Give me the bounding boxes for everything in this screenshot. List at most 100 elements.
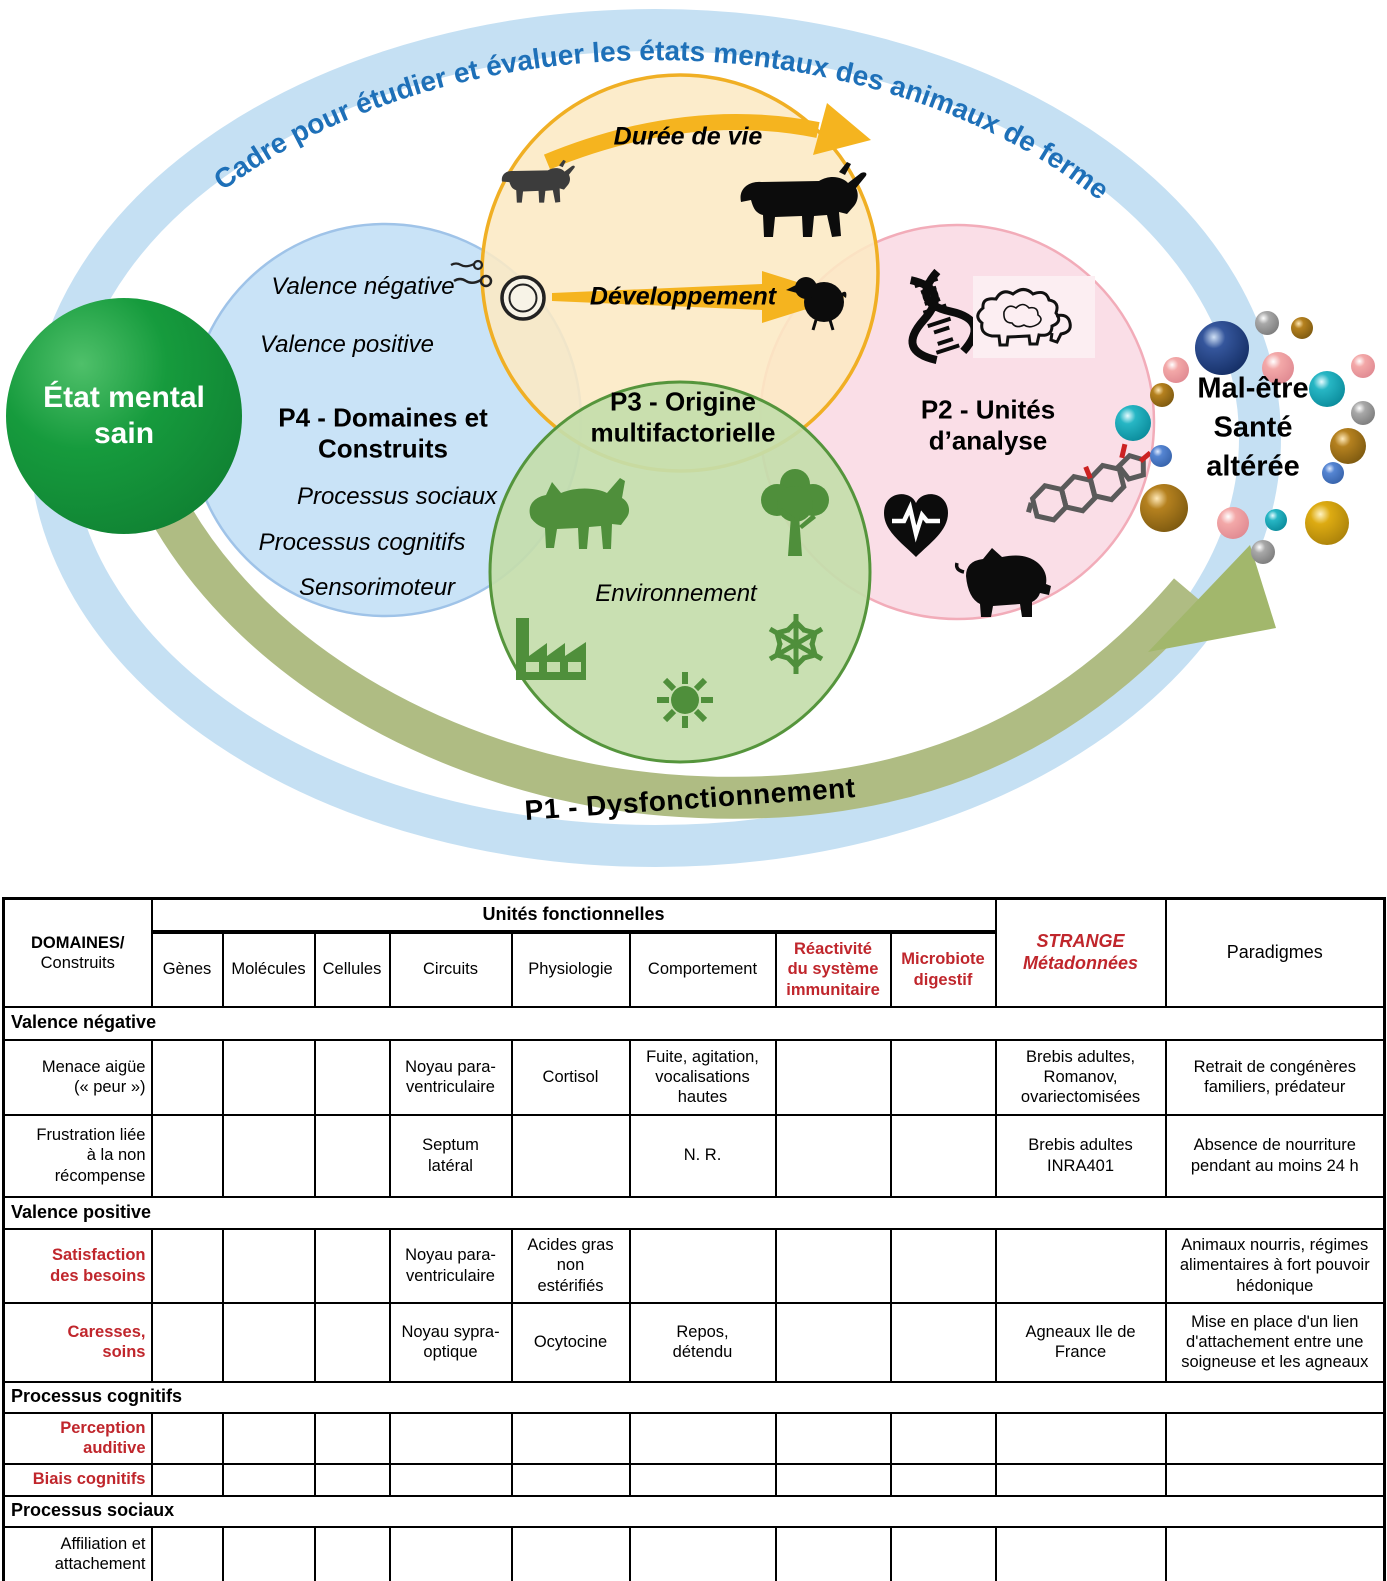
header-col-2: Molécules <box>221 930 316 1008</box>
table-cell: N. R. <box>628 1113 777 1198</box>
table-cell <box>150 1411 224 1465</box>
table-cell <box>388 1462 513 1497</box>
table-cell <box>774 1462 892 1497</box>
table-cell <box>889 1462 997 1497</box>
section-row: Processus cognitifs <box>2 1380 1386 1414</box>
table-cell <box>1164 1411 1386 1465</box>
p4-item-processus-sociaux: Processus sociaux <box>296 482 498 510</box>
sphere-bronze <box>1150 383 1174 407</box>
table-cell <box>510 1113 631 1198</box>
table-cell <box>889 1113 997 1198</box>
table-cell <box>889 1038 997 1116</box>
section-label: Valence positive <box>2 1195 1386 1230</box>
table-cell <box>313 1411 391 1465</box>
table-cell <box>994 1227 1167 1304</box>
table-cell <box>221 1411 316 1465</box>
pig-icon <box>954 548 1051 617</box>
p2-title: P2 - Unités d’analyse <box>920 394 1056 455</box>
tree-icon <box>761 469 829 556</box>
venn-diagram: Cadre pour étudier et évaluer les états … <box>6 9 1375 867</box>
table-cell <box>313 1038 391 1116</box>
table-cell: Ocytocine <box>510 1301 631 1383</box>
sheep-brain-icon <box>973 276 1095 358</box>
p3-title: P3 - Origine multifactorielle <box>590 386 776 447</box>
table-cell <box>774 1525 892 1581</box>
header-col-3: Cellules <box>313 930 391 1008</box>
table-cell: Cortisol <box>510 1038 631 1116</box>
table-cell <box>221 1525 316 1581</box>
table-row: Menace aigüe (« peur ») Noyau para- ventr… <box>2 1038 1386 1116</box>
header-strange-metadonnees: STRANGE Métadonnées <box>994 897 1167 1008</box>
p4-item-valence-negative: Valence négative <box>271 272 455 300</box>
row-label: Affiliation et attachement <box>2 1525 153 1581</box>
header-domaines: DOMAINES/Construits <box>2 897 153 1008</box>
table-cell: Noyau para- ventriculaire <box>388 1038 513 1116</box>
table-cell: Acides gras non estérifiés <box>510 1227 631 1304</box>
p4-item-sensorimoteur: Sensorimoteur <box>298 573 456 601</box>
table-cell <box>628 1227 777 1304</box>
table-cell: Absence de nourriture pendant au moins 2… <box>1164 1113 1386 1198</box>
table-cell <box>388 1411 513 1465</box>
sphere-teal <box>1309 371 1345 407</box>
sphere-silver <box>1351 401 1375 425</box>
sphere-pink <box>1262 352 1294 384</box>
header-unites-fonctionnelles: Unités fonctionnelles <box>150 897 997 934</box>
table-cell <box>313 1525 391 1581</box>
section-row: Valence négative <box>2 1005 1386 1041</box>
sun-icon <box>657 672 713 728</box>
row-label: Perception auditive <box>2 1411 153 1465</box>
heart-pulse-icon <box>884 494 948 557</box>
table-cell <box>774 1227 892 1304</box>
lifespan-arrow-label: Durée de vie <box>613 122 763 151</box>
table-cell: Mise en place d'un lien d'attachement en… <box>1164 1301 1386 1383</box>
table-cell <box>150 1038 224 1116</box>
outcome-spheres <box>1115 311 1375 564</box>
sphere-gold <box>1305 501 1349 545</box>
table-cell <box>774 1113 892 1198</box>
table-cell <box>150 1227 224 1304</box>
table-cell <box>313 1113 391 1198</box>
row-label: Frustration liée à la non récompense <box>2 1113 153 1198</box>
table-cell <box>150 1525 224 1581</box>
table-cell <box>994 1411 1167 1465</box>
table-cell <box>150 1301 224 1383</box>
table-cell <box>221 1113 316 1198</box>
table-cell <box>510 1525 631 1581</box>
p4-title: P4 - Domaines et Construits <box>278 402 488 463</box>
table-cell <box>510 1462 631 1497</box>
table-cell <box>889 1525 997 1581</box>
development-arrow <box>552 271 845 323</box>
table-cell <box>628 1411 777 1465</box>
table-cell: Noyau para- ventriculaire <box>388 1227 513 1304</box>
table-row: Affiliation et attachement <box>2 1525 1386 1581</box>
wolf-icon <box>529 478 630 549</box>
table-cell <box>221 1301 316 1383</box>
table-cell: Noyau sypra- optique <box>388 1301 513 1383</box>
section-label: Valence négative <box>2 1005 1386 1041</box>
table-cell <box>889 1227 997 1304</box>
table-cell: Fuite, agitation, vocalisations hautes <box>628 1038 777 1116</box>
development-arrow-label: Développement <box>589 282 777 311</box>
table-cell <box>150 1113 224 1198</box>
ovum-sperm-icon <box>450 259 546 321</box>
table-row: Perception auditive <box>2 1411 1386 1465</box>
row-label: Menace aigüe (« peur ») <box>2 1038 153 1116</box>
table-cell <box>313 1462 391 1497</box>
table-cell <box>994 1462 1167 1497</box>
table-cell <box>774 1411 892 1465</box>
calf-icon <box>501 159 575 203</box>
table-cell: Brebis adultes INRA401 <box>994 1113 1167 1198</box>
environment-label: Environnement <box>595 579 757 607</box>
header-col-6: Comportement <box>628 930 777 1008</box>
outcome-label: Mal-être Santé altérée <box>1197 372 1309 483</box>
table-cell: Animaux nourris, régimes alimentaires à … <box>1164 1227 1386 1304</box>
table-cell <box>221 1462 316 1497</box>
table-cell <box>994 1525 1167 1581</box>
table-cell: Repos, détendu <box>628 1301 777 1383</box>
header-col-7: Réactivité du système immunitaire <box>774 930 892 1008</box>
header-col-5: Physiologie <box>510 930 631 1008</box>
